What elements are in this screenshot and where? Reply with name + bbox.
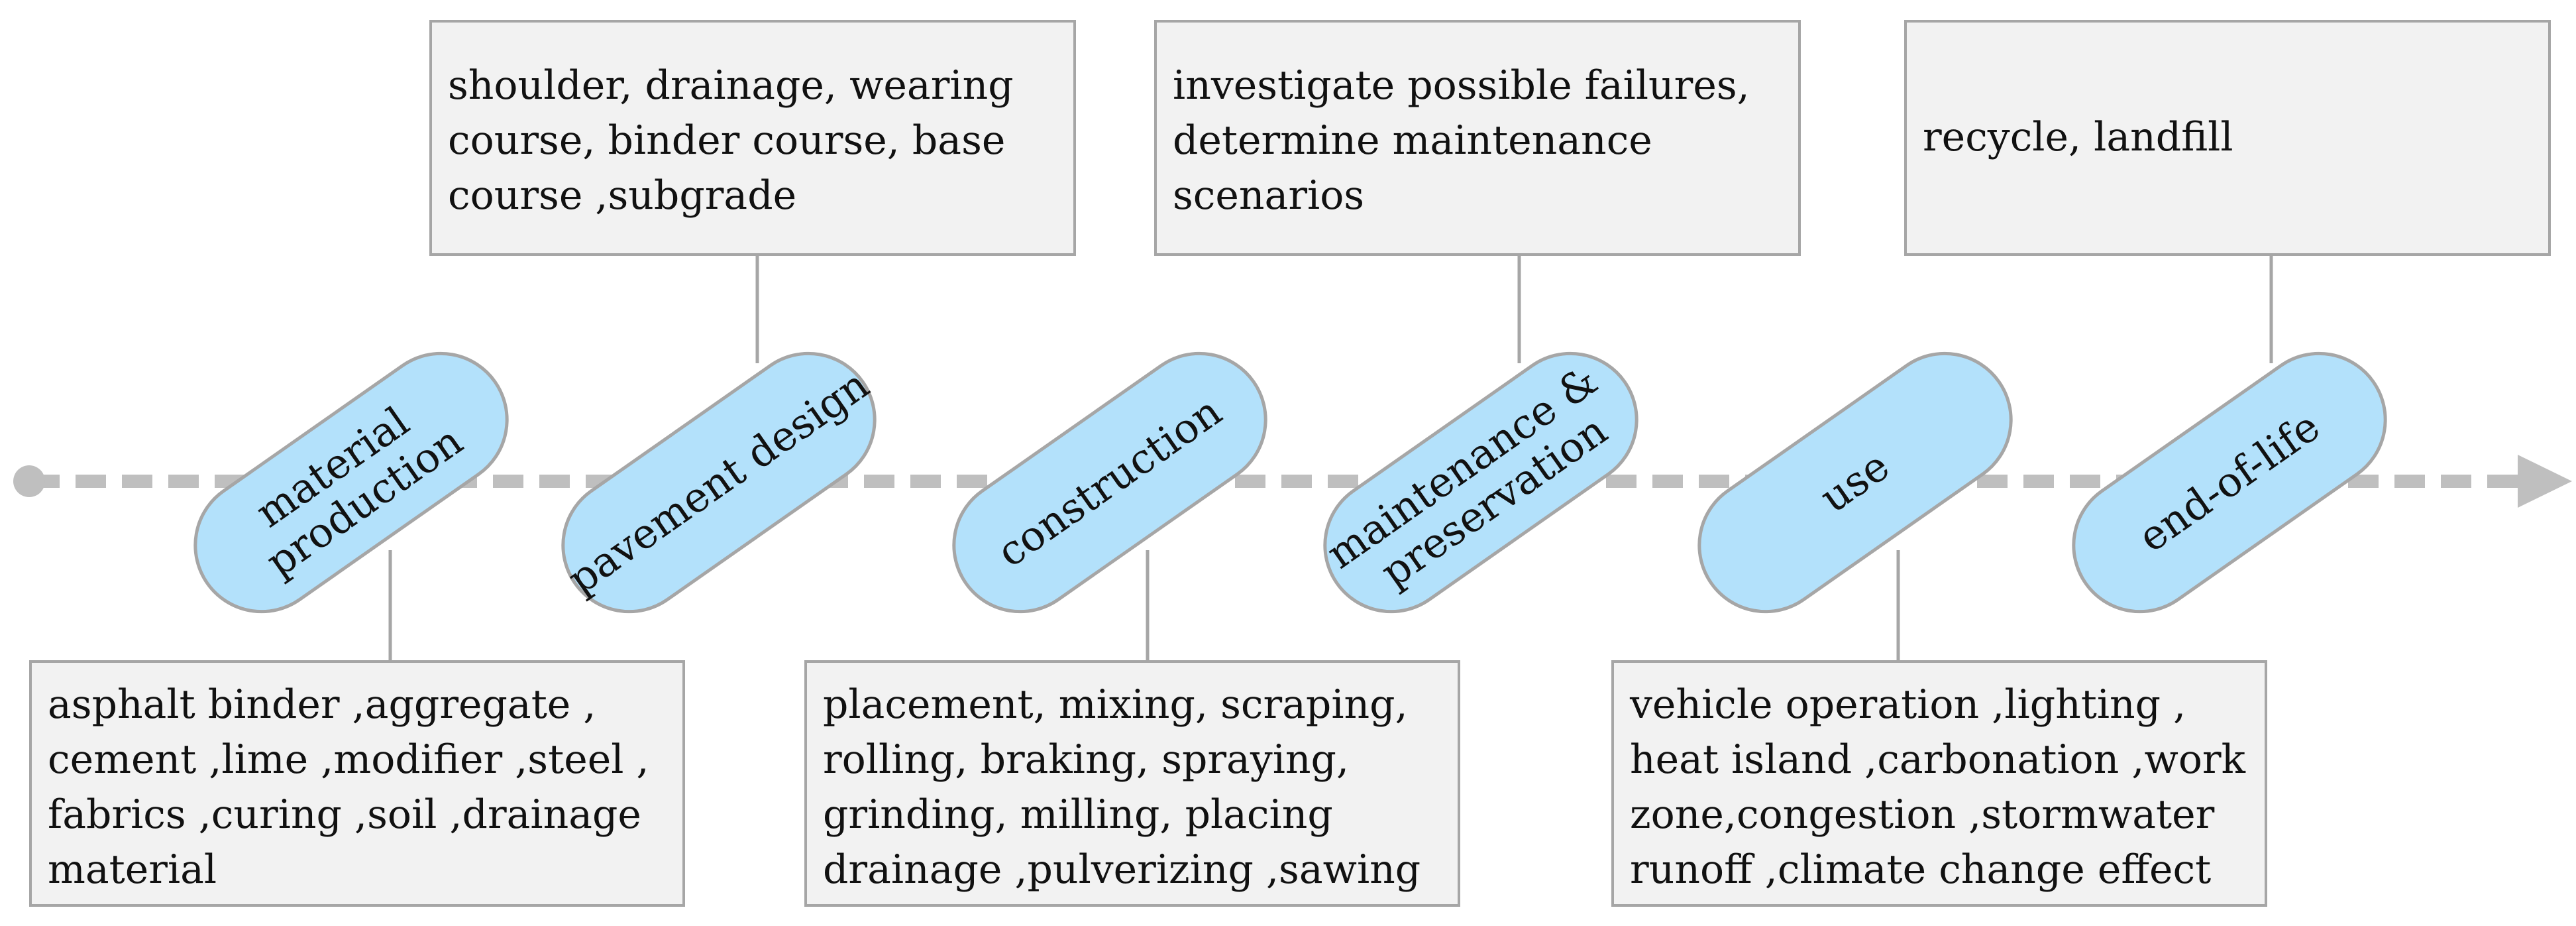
use-details-box: vehicle operation ,lighting , heat islan… <box>1611 660 2267 907</box>
stage-pill-shape <box>193 351 509 614</box>
box-text-line: material <box>48 846 217 893</box>
box-text-line: rolling, braking, spraying, <box>823 736 1350 783</box>
stage-pill-shape <box>1323 351 1638 614</box>
timeline-arrowhead <box>2518 455 2572 508</box>
box-text-line: asphalt binder ,aggregate , <box>48 681 596 728</box>
material-production-details-box: asphalt binder ,aggregate , cement ,lime… <box>29 660 685 907</box>
box-text-line: heat island ,carbonation ,work <box>1630 736 2245 783</box>
end-of-life-details-box: recycle, landfill <box>1904 20 2551 256</box>
box-text-line: vehicle operation ,lighting , <box>1630 681 2186 728</box>
box-text-line: investigate possible failures, <box>1173 62 1750 109</box>
box-text-line: fabrics ,curing ,soil ,drainage <box>48 791 641 838</box>
box-text-line: determine maintenance <box>1173 117 1652 164</box>
timeline-start-dot <box>13 465 45 497</box>
stage-pill-shape <box>561 351 877 614</box>
construction-details-box: placement, mixing, scraping, rolling, br… <box>804 660 1460 907</box>
box-text-line: course ,subgrade <box>448 172 797 219</box>
box-text-line: recycle, landfill <box>1923 114 2233 160</box>
box-text-line: zone,congestion ,stormwater <box>1630 791 2215 838</box>
box-text-line: course, binder course, base <box>448 117 1006 164</box>
stage-pill-shape <box>1697 351 2013 614</box>
box-text-line: shoulder, drainage, wearing <box>448 62 1014 109</box>
box-text-line: placement, mixing, scraping, <box>823 681 1408 728</box>
connectors <box>388 255 2273 663</box>
stage-pill-shape <box>952 351 1267 614</box>
timeline <box>13 455 2572 508</box>
box-text-line: runoff ,climate change effect <box>1630 846 2212 893</box>
box-text-line: grinding, milling, placing <box>823 791 1333 838</box>
box-text-line: cement ,lime ,modifier ,steel , <box>48 736 649 783</box>
pavement-design-details-box: shoulder, drainage, wearing course, bind… <box>429 20 1076 256</box>
box-text-line: scenarios <box>1173 172 1365 219</box>
maintenance-details-box: investigate possible failures, determine… <box>1154 20 1801 256</box>
stage-pill-shape <box>2072 351 2387 614</box>
stage-pill-use: use <box>1697 351 2013 614</box>
box-text-line: drainage ,pulverizing ,sawing <box>823 846 1421 893</box>
